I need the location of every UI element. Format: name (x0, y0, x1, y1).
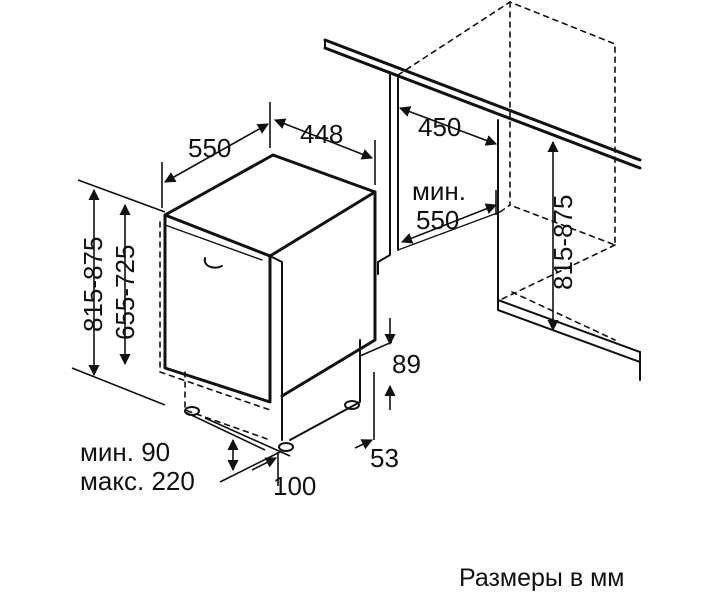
niche-depth-label: 550 (416, 205, 459, 235)
height-door-label: 655-725 (110, 245, 140, 340)
dimension-lines (71, 102, 559, 486)
niche-height-label: 815-875 (548, 195, 578, 290)
niche-depth-prefix-label: мин. (412, 176, 466, 206)
plinth-max-label: макс. 220 (80, 466, 195, 496)
depth-label: 550 (188, 133, 231, 163)
plinth-min-label: мин. 90 (80, 437, 170, 467)
width-label: 448 (300, 119, 343, 149)
units-caption: Размеры в мм (459, 564, 625, 592)
height-left-label: 815-875 (78, 237, 108, 332)
niche-width-label: 450 (418, 112, 461, 142)
dishwasher-body (159, 153, 377, 452)
foot-depth-label: 53 (370, 443, 399, 473)
plinth-height-label: 89 (392, 349, 421, 379)
plinth-depth-label: 100 (273, 471, 316, 501)
